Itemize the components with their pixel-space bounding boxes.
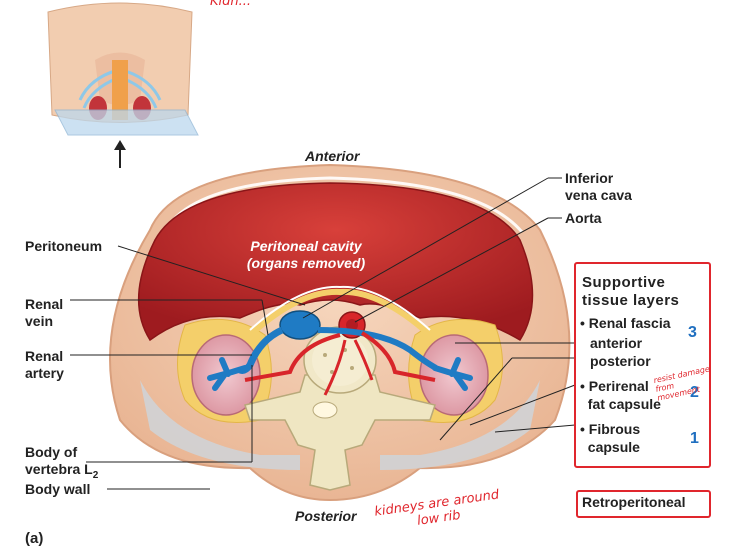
layer-number-1: 1	[690, 430, 699, 447]
renal-vein-label: Renal vein	[25, 296, 64, 329]
peritoneum-leader	[117, 245, 306, 306]
handwritten-top-note: Kidn...	[210, 0, 252, 9]
fibrous-capsule-item: • Fibrous capsule	[580, 421, 641, 455]
perirenal-fat-leader	[469, 384, 576, 426]
layer-number-3: 3	[688, 324, 697, 341]
panel-label: (a)	[25, 530, 44, 547]
fibrous-capsule-leader	[494, 424, 576, 433]
inferior-vena-cava-label: Inferior vena cava	[565, 170, 632, 203]
retroperitoneal-box	[576, 490, 711, 518]
supportive-tissue-box	[574, 262, 711, 468]
peritoneum-label: Peritoneum	[25, 238, 103, 254]
renal-fascia-anterior: anterior	[590, 335, 643, 351]
peritoneal-cavity-label: Peritoneal cavity (organs removed)	[246, 238, 366, 271]
leader-lines	[70, 177, 576, 490]
torso-thumbnail	[42, 2, 199, 168]
layer-number-2: 2	[690, 384, 699, 401]
anterior-label: Anterior	[305, 148, 360, 164]
retroperitoneal-label: Retroperitoneal	[582, 494, 686, 510]
vertebra-label-text: Body of vertebra L	[25, 444, 93, 477]
supportive-tissue-title: Supportive tissue layers	[582, 274, 680, 309]
renal-fascia-item: • Renal fascia	[580, 315, 671, 331]
aorta-label: Aorta	[565, 210, 602, 226]
perirenal-fat-item: • Perirenal fat capsule	[580, 378, 661, 412]
renal-fascia-posterior: posterior	[590, 353, 651, 369]
renal-artery-label: Renal artery	[25, 348, 64, 381]
body-wall-label: Body wall	[25, 481, 91, 497]
posterior-label: Posterior	[295, 508, 357, 524]
vertebra-subscript: 2	[92, 469, 99, 481]
vertebra-label: Body of vertebra L2	[25, 444, 98, 484]
cross-section	[109, 163, 571, 502]
